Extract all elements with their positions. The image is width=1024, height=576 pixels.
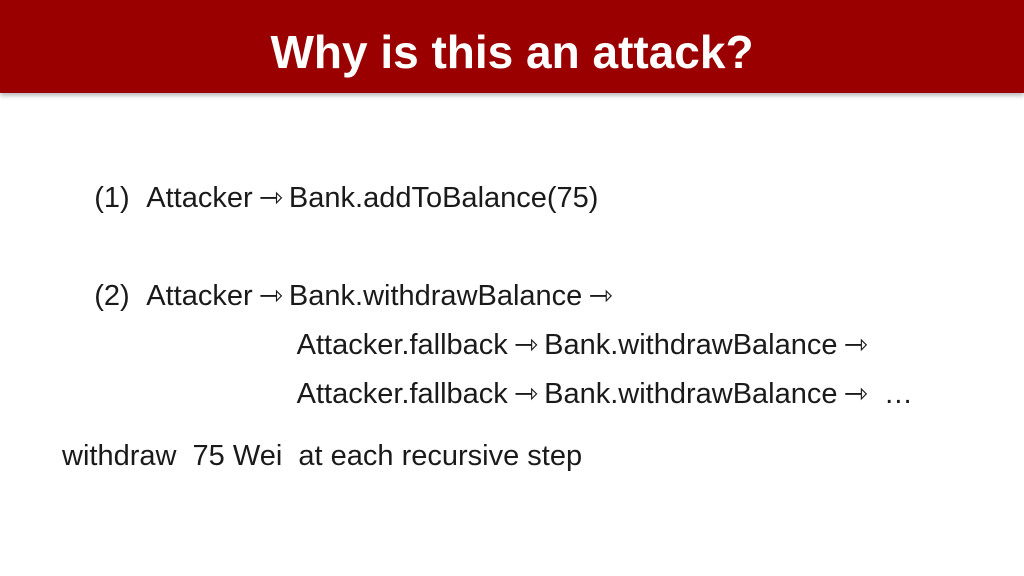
- withdraw-call: Bank.withdrawBalance: [544, 329, 838, 361]
- step-2-line-1: (2)Attacker⇾Bank.withdrawBalance⇾: [62, 242, 619, 350]
- step-2-call: Bank.withdrawBalance: [288, 280, 583, 312]
- fallback-call: Attacker.fallback: [296, 378, 508, 410]
- arrow-icon: ⇾: [513, 329, 539, 361]
- step-1-actor: Attacker: [146, 182, 253, 214]
- arrow-icon: ⇾: [843, 329, 868, 361]
- step-2-line-3: Attacker.fallback⇾Bank.withdrawBalance⇾…: [266, 340, 913, 448]
- step-1-number: (1): [94, 182, 130, 214]
- step-2-number: (2): [94, 280, 130, 312]
- arrow-icon: ⇾: [258, 182, 283, 214]
- slide-title: Why is this an attack?: [270, 26, 754, 78]
- step-1-call: Bank.addToBalance(75): [288, 182, 599, 214]
- step-1-line: (1) Attacker⇾Bank.addToBalance(75): [62, 144, 598, 252]
- step-2-line-2: Attacker.fallback⇾Bank.withdrawBalance⇾: [266, 291, 874, 399]
- arrow-icon: ⇾: [513, 378, 539, 410]
- arrow-icon: ⇾: [258, 280, 283, 312]
- fallback-call: Attacker.fallback: [296, 329, 508, 361]
- arrow-icon: ⇾: [843, 378, 868, 410]
- summary-line: withdraw 75 Wei at each recursive step: [62, 440, 583, 472]
- arrow-icon: ⇾: [588, 280, 613, 312]
- withdraw-call: Bank.withdrawBalance: [544, 378, 838, 410]
- step-2-actor: Attacker: [146, 280, 253, 312]
- ellipsis: …: [883, 378, 913, 410]
- title-bar: Why is this an attack?: [0, 0, 1024, 93]
